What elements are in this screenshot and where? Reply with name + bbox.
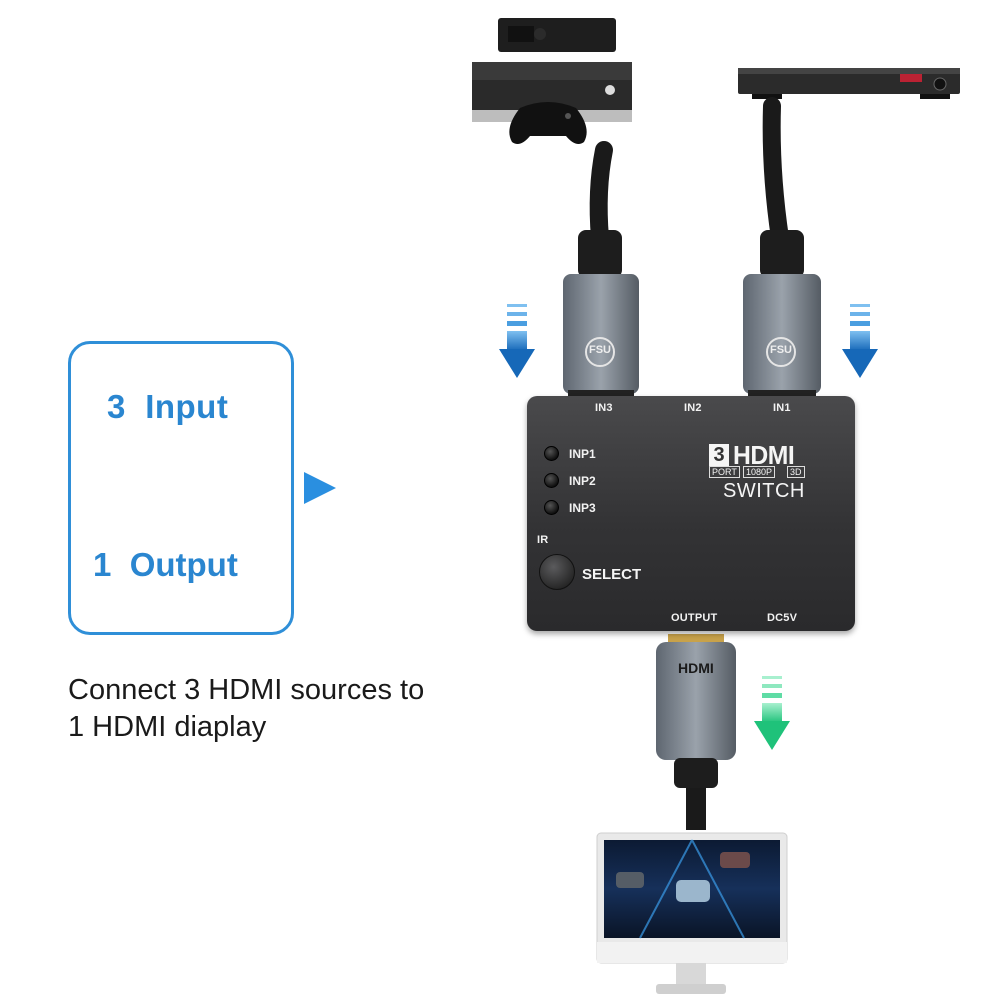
logo-port-count: 3 (709, 444, 729, 466)
led-label-inp3: INP3 (569, 501, 596, 515)
ir-label: IR (537, 534, 549, 546)
select-button[interactable] (539, 554, 575, 590)
hdmi-plug-output (656, 634, 736, 788)
output-count-label: 1 Output (93, 546, 238, 583)
output-plug-text: HDMI (678, 660, 714, 676)
down-arrow-icon (842, 304, 878, 378)
xbox-console-icon (472, 18, 632, 122)
gamepad-icon (509, 102, 587, 144)
logo-res-text: 1080P (743, 466, 776, 478)
down-arrow-icon (754, 676, 790, 750)
port-label-in2: IN2 (684, 402, 702, 414)
caption-text: Connect 3 HDMI sources to 1 HDMI diaplay (68, 672, 424, 746)
logo-3d-text: 3D (787, 466, 805, 478)
led-label-inp1: INP1 (569, 447, 596, 461)
hdmi-plug-in3 (563, 230, 639, 398)
input-count-label: 3 Input (107, 388, 229, 425)
port-label-dc5v: DC5V (767, 612, 798, 624)
play-triangle-icon (304, 472, 336, 504)
led-label-inp2: INP2 (569, 474, 596, 488)
monitor-icon (596, 832, 788, 994)
dvd-player-icon (738, 68, 960, 99)
plug-brand-in1: FSU (770, 344, 792, 356)
led-inp3 (544, 500, 559, 515)
hdmi-logo: 3 HDMI PORT 1080P 3D (709, 440, 817, 478)
logo-port-text: PORT (709, 466, 740, 478)
hdmi-plug-in1 (743, 230, 821, 398)
led-inp1 (544, 446, 559, 461)
select-label: SELECT (582, 566, 642, 583)
port-label-in3: IN3 (595, 402, 613, 414)
port-label-output: OUTPUT (671, 612, 718, 624)
switch-title: SWITCH (723, 480, 805, 502)
port-label-in1: IN1 (773, 402, 791, 414)
info-card: 3 Input 1 Output (68, 341, 294, 635)
logo-hdmi-text: HDMI (733, 440, 795, 470)
caption-line-2: 1 HDMI diaplay (68, 711, 267, 743)
down-arrow-icon (499, 304, 535, 378)
caption-line-1: Connect 3 HDMI sources to (68, 674, 425, 706)
led-inp2 (544, 473, 559, 488)
hdmi-switch-box: IN3 IN2 IN1 INP1 INP2 INP3 IR SELECT 3 H… (527, 396, 855, 631)
plug-brand-in3: FSU (589, 344, 611, 356)
